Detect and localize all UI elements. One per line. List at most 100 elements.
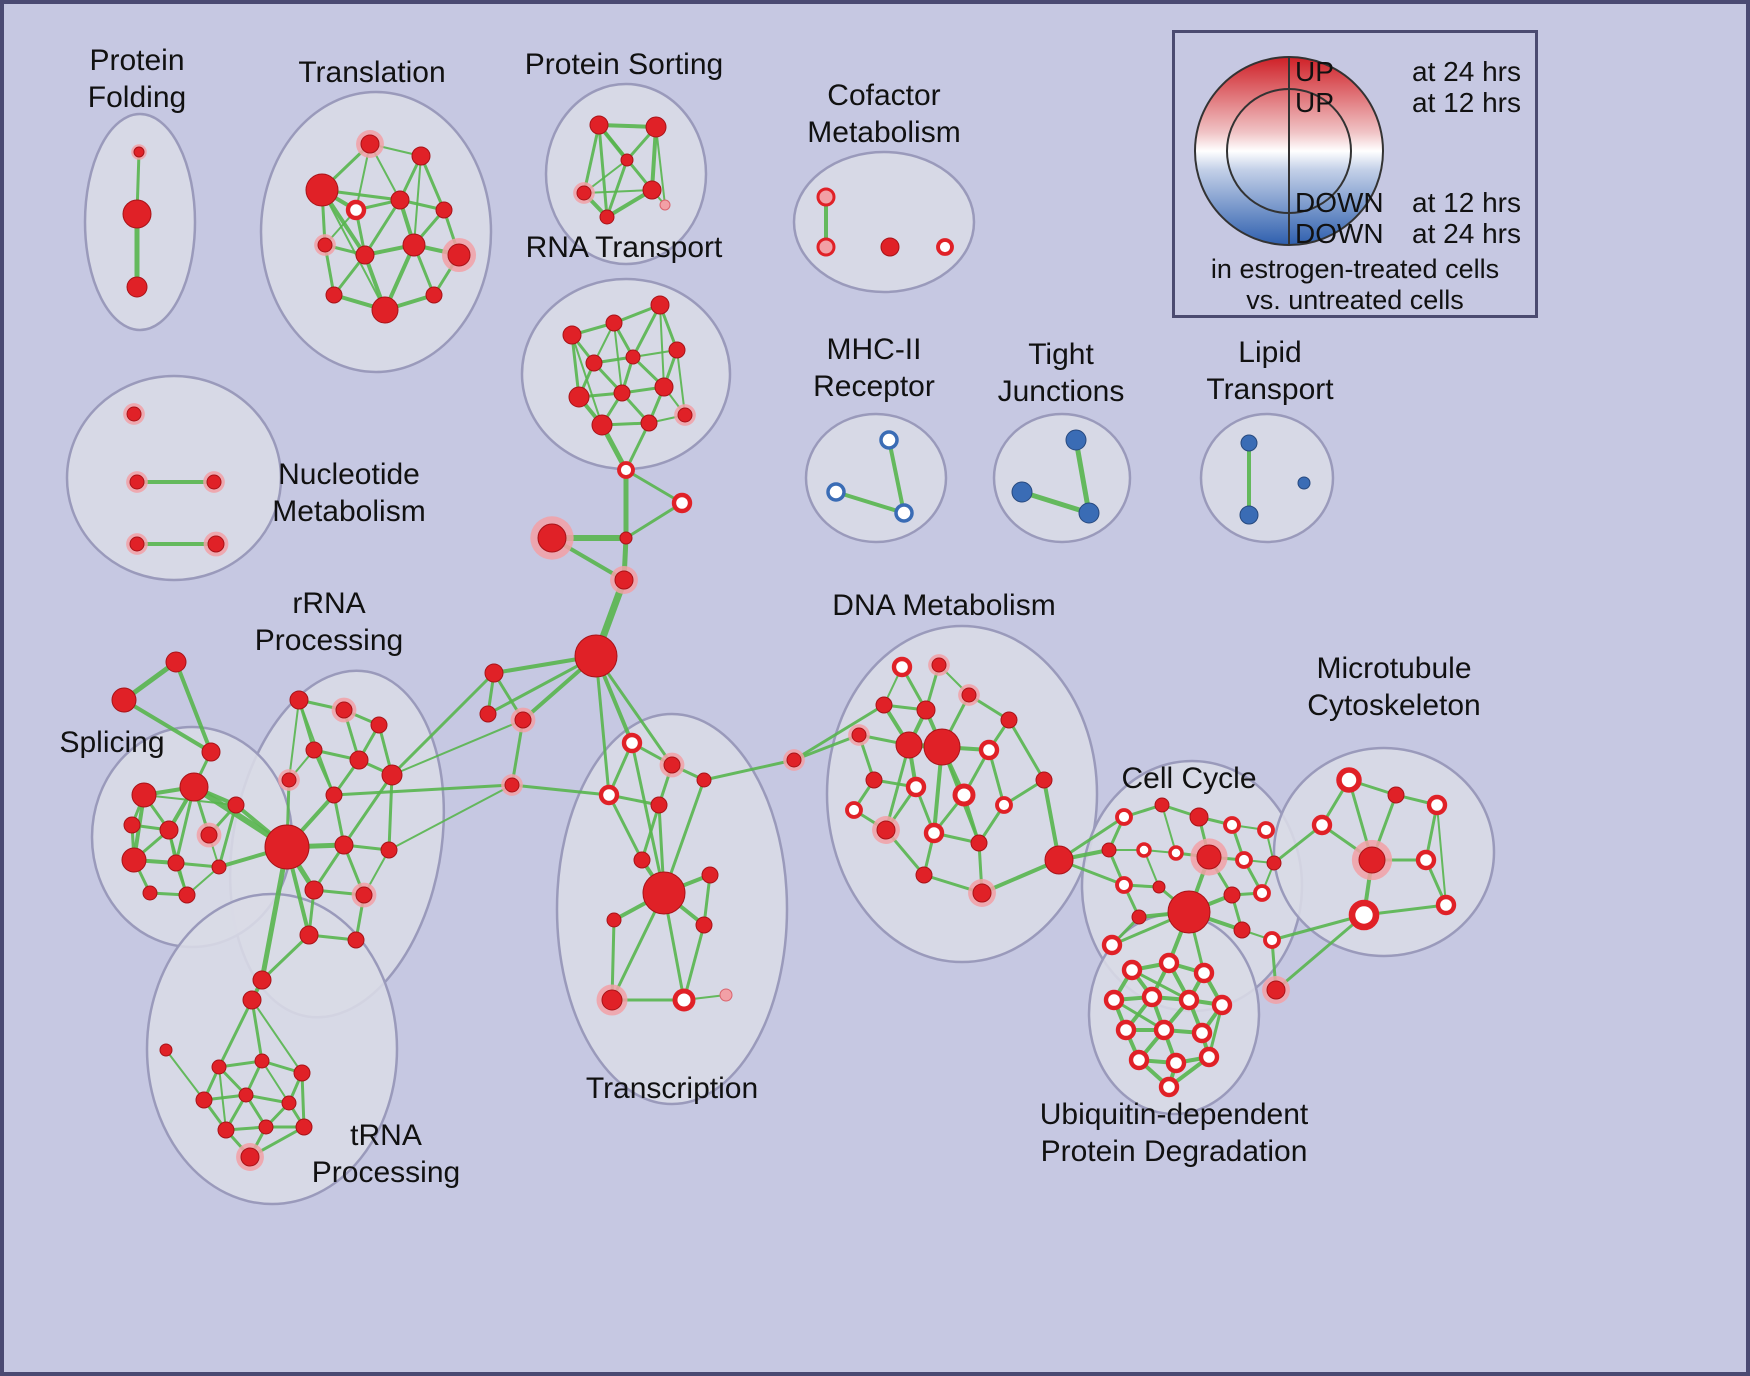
- network-node-f: [380, 841, 398, 859]
- network-node-f: [258, 1119, 274, 1135]
- network-node-f: [355, 245, 375, 265]
- network-node-r: [1158, 1076, 1180, 1098]
- cluster-label-ubiquitin-dependent-protein-degradation: Ubiquitin-dependent: [1040, 1098, 1309, 1131]
- network-node-h: [281, 772, 297, 788]
- network-node-f: [606, 912, 622, 928]
- network-edge: [260, 933, 311, 982]
- cluster-label-rna-transport: RNA Transport: [526, 231, 723, 264]
- network-node-f: [619, 531, 633, 545]
- network-edge: [363, 198, 402, 257]
- network-edge: [390, 671, 496, 777]
- network-node-h: [133, 146, 145, 158]
- network-node-r: [1115, 808, 1133, 826]
- network-node-f: [381, 764, 403, 786]
- network-edge: [217, 998, 254, 1069]
- legend: UP at 24 hrs UP at 12 hrs DOWN at 12 hrs…: [1172, 30, 1538, 318]
- legend-time: at 12 hrs: [1412, 87, 1521, 118]
- network-node-f: [915, 866, 933, 884]
- network-node-h: [504, 777, 520, 793]
- network-node-r: [1153, 1019, 1175, 1041]
- network-edge: [388, 784, 513, 851]
- network-node-h: [129, 474, 145, 490]
- cluster-label-cofactor-metabolism: Metabolism: [807, 116, 960, 149]
- network-node-r: [1168, 845, 1184, 861]
- network-node-r: [891, 656, 913, 678]
- network-node-f: [211, 859, 227, 875]
- network-node-f: [159, 820, 179, 840]
- network-node-f: [167, 854, 185, 872]
- network-node-h: [972, 883, 992, 903]
- network-node-f: [668, 341, 686, 359]
- network-node-f: [126, 276, 148, 298]
- network-node-f: [875, 696, 893, 714]
- network-node-r: [1115, 1019, 1137, 1041]
- network-node-f: [1000, 711, 1018, 729]
- cluster-label-cofactor-metabolism: Cofactor: [827, 79, 940, 112]
- network-edge: [624, 468, 684, 505]
- cluster-label-ubiquitin-dependent-protein-degradation: Protein Degradation: [1041, 1135, 1308, 1168]
- network-node-h: [514, 711, 532, 729]
- network-node-f: [293, 1064, 311, 1082]
- network-node-f: [484, 663, 504, 683]
- network-node-f: [589, 115, 609, 135]
- network-node-f: [640, 414, 658, 432]
- cluster-label-tight-junctions: Junctions: [998, 375, 1125, 408]
- network-node-r: [1103, 989, 1125, 1011]
- network-node-r: [1415, 849, 1437, 871]
- cluster-label-nucleotide-metabolism: Nucleotide: [278, 458, 420, 491]
- network-node-h: [601, 989, 623, 1011]
- network-node-f: [217, 1121, 235, 1139]
- network-node-r: [845, 801, 863, 819]
- network-node-f: [865, 771, 883, 789]
- network-node-f: [880, 237, 900, 257]
- network-node-r: [1121, 959, 1143, 981]
- network-node-b: [1239, 505, 1259, 525]
- network-node-r: [923, 822, 945, 844]
- network-edge: [217, 803, 238, 869]
- network-node-f: [242, 990, 262, 1010]
- network-node-f: [1167, 890, 1211, 934]
- legend-row-down-24: DOWN at 24 hrs: [1295, 219, 1521, 249]
- network-node-b: [1065, 429, 1087, 451]
- network-node-f: [289, 690, 309, 710]
- network-node-h: [360, 134, 380, 154]
- up-down-gradient-circle-icon: [1194, 56, 1384, 246]
- network-edge: [1436, 804, 1447, 906]
- network-node-f: [347, 931, 365, 949]
- network-node-f: [402, 233, 426, 257]
- network-node-f: [165, 651, 187, 673]
- network-node-f: [923, 728, 961, 766]
- network-node-r: [1223, 816, 1241, 834]
- network-edge: [342, 773, 394, 847]
- cluster-label-nucleotide-metabolism: Metabolism: [272, 495, 425, 528]
- network-node-f: [599, 209, 615, 225]
- cluster-label-protein-sorting: Protein Sorting: [525, 48, 723, 81]
- network-node-f: [238, 1087, 254, 1103]
- network-node-f: [585, 354, 603, 372]
- network-edge: [419, 154, 446, 212]
- network-node-f: [1152, 880, 1166, 894]
- network-node-r: [995, 796, 1013, 814]
- network-node-f: [625, 349, 641, 365]
- network-edge: [659, 304, 665, 388]
- network-node-r: [1426, 794, 1448, 816]
- network-node-f: [111, 687, 137, 713]
- network-node-f: [334, 835, 354, 855]
- network-edge: [413, 155, 422, 246]
- network-edge: [1019, 489, 1092, 516]
- network-node-f: [695, 916, 713, 934]
- cluster-label-cell-cycle: Cell Cycle: [1121, 762, 1256, 795]
- network-node-r: [1211, 994, 1233, 1016]
- network-node-r: [1115, 876, 1133, 894]
- network-node-f: [1044, 845, 1074, 875]
- network-node-f: [179, 772, 209, 802]
- network-node-r: [1101, 934, 1123, 956]
- network-node-f: [1101, 842, 1117, 858]
- network-node-h: [317, 237, 333, 253]
- network-node-r: [978, 739, 1000, 761]
- network-edge: [607, 793, 644, 862]
- network-node-f: [1154, 797, 1170, 813]
- cluster-trna-processing: [145, 892, 399, 1206]
- network-node-f: [1387, 786, 1405, 804]
- network-edge: [321, 189, 386, 311]
